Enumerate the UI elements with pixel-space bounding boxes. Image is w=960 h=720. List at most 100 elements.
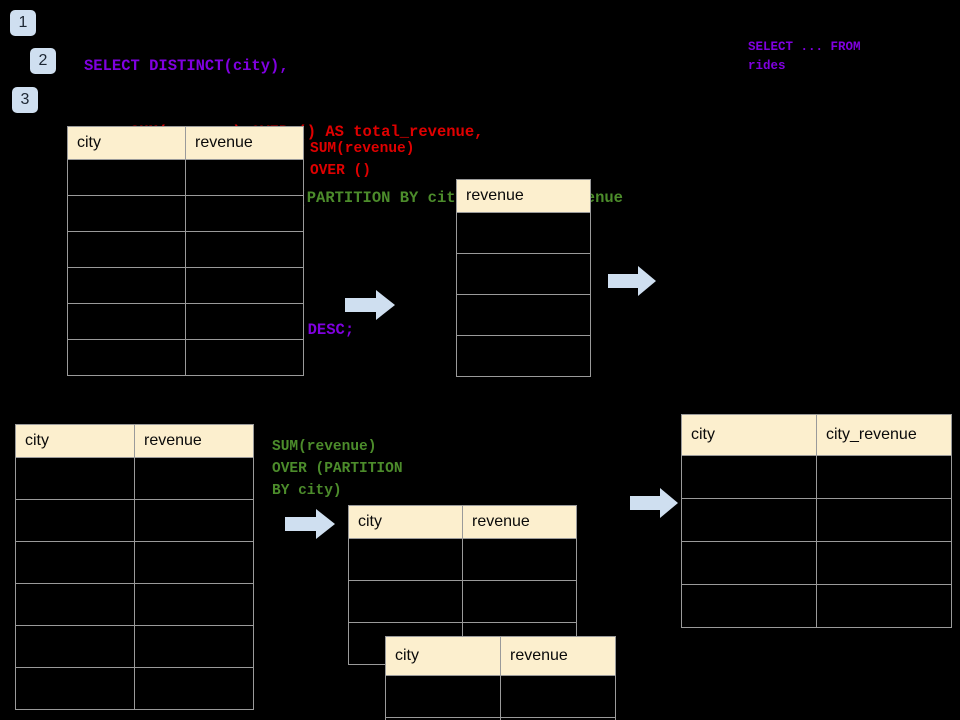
column-header-city: city xyxy=(348,505,463,539)
table-cell xyxy=(185,195,304,232)
table-cell xyxy=(15,583,135,626)
table-cell xyxy=(348,580,463,623)
table-cell xyxy=(185,303,304,340)
table-cell xyxy=(15,541,135,584)
partition-table-a: city revenue xyxy=(348,505,577,665)
source-table-bottom: city revenue xyxy=(15,424,254,710)
table-cell xyxy=(816,584,952,628)
column-header-city-revenue: city_revenue xyxy=(816,414,952,456)
table-cell xyxy=(67,303,186,340)
table-cell xyxy=(185,339,304,376)
table-row xyxy=(15,583,254,626)
table-cell xyxy=(134,625,254,668)
column-header-revenue: revenue xyxy=(185,126,304,160)
column-header-city: city xyxy=(67,126,186,160)
table-cell xyxy=(67,267,186,304)
table-cell xyxy=(385,675,501,718)
column-header-revenue: revenue xyxy=(500,636,616,676)
table-header-row: city revenue xyxy=(67,126,304,160)
table-row xyxy=(681,455,952,499)
table-cell xyxy=(500,717,616,720)
table-row xyxy=(385,717,616,720)
table-row xyxy=(67,231,304,268)
step-badge-2: 2 xyxy=(30,48,56,74)
table-row xyxy=(681,541,952,585)
table-row xyxy=(456,212,591,254)
sql-line-select: SELECT DISTINCT(city), xyxy=(84,57,289,75)
table-cell xyxy=(67,195,186,232)
step-badge-3: 3 xyxy=(12,87,38,113)
table-cell xyxy=(681,584,817,628)
table-cell xyxy=(185,159,304,196)
column-header-city: city xyxy=(385,636,501,676)
table-row xyxy=(456,294,591,336)
total-revenue-table: revenue xyxy=(456,179,591,377)
annotation-select-from-rides: SELECT ... FROM rides xyxy=(748,40,861,73)
table-cell xyxy=(67,339,186,376)
table-cell xyxy=(456,335,591,377)
column-header-city: city xyxy=(15,424,135,458)
table-cell xyxy=(67,159,186,196)
table-cell xyxy=(15,667,135,710)
table-header-row: city revenue xyxy=(385,636,616,676)
table-cell xyxy=(348,538,463,581)
annotation-sum-over-partition: SUM(revenue) OVER (PARTITION BY city) xyxy=(272,439,403,499)
arrow-partition-to-result-icon xyxy=(630,488,678,518)
table-row xyxy=(456,253,591,295)
table-cell xyxy=(462,580,577,623)
table-cell xyxy=(185,267,304,304)
table-row xyxy=(348,538,577,581)
table-cell xyxy=(15,457,135,500)
table-header-row: city revenue xyxy=(348,505,577,539)
table-row xyxy=(67,339,304,376)
table-header-row: city revenue xyxy=(15,424,254,458)
table-row xyxy=(385,675,616,718)
table-cell xyxy=(134,457,254,500)
table-cell xyxy=(15,625,135,668)
table-cell xyxy=(134,583,254,626)
result-table: city city_revenue xyxy=(681,414,952,628)
table-cell xyxy=(500,675,616,718)
table-row xyxy=(67,303,304,340)
annotation-sum-over-empty: SUM(revenue) OVER () xyxy=(310,141,415,179)
table-row xyxy=(15,499,254,542)
table-row xyxy=(15,457,254,500)
table-cell xyxy=(816,541,952,585)
table-row xyxy=(15,541,254,584)
table-cell xyxy=(134,667,254,710)
table-row xyxy=(67,159,304,196)
table-cell xyxy=(185,231,304,268)
column-header-revenue: revenue xyxy=(134,424,254,458)
table-row xyxy=(681,584,952,628)
source-table-top: city revenue xyxy=(67,126,304,376)
column-header-revenue: revenue xyxy=(456,179,591,213)
arrow-source-to-total-icon xyxy=(345,290,395,320)
table-cell xyxy=(456,253,591,295)
table-cell xyxy=(681,541,817,585)
table-header-row: revenue xyxy=(456,179,591,213)
table-cell xyxy=(816,498,952,542)
table-cell xyxy=(681,455,817,499)
partition-table-b: city revenue xyxy=(385,636,616,720)
table-row xyxy=(456,335,591,377)
table-row xyxy=(681,498,952,542)
arrow-total-to-result-icon xyxy=(608,266,656,296)
table-cell xyxy=(681,498,817,542)
table-row xyxy=(67,195,304,232)
step-badge-1: 1 xyxy=(10,10,36,36)
table-row xyxy=(15,667,254,710)
table-row xyxy=(15,625,254,668)
table-cell xyxy=(15,499,135,542)
table-row xyxy=(67,267,304,304)
column-header-revenue: revenue xyxy=(462,505,577,539)
table-row xyxy=(348,580,577,623)
table-cell xyxy=(816,455,952,499)
table-header-row: city city_revenue xyxy=(681,414,952,456)
table-cell xyxy=(462,538,577,581)
column-header-city: city xyxy=(681,414,817,456)
table-cell xyxy=(456,294,591,336)
table-cell xyxy=(134,541,254,584)
table-cell xyxy=(456,212,591,254)
table-cell xyxy=(134,499,254,542)
